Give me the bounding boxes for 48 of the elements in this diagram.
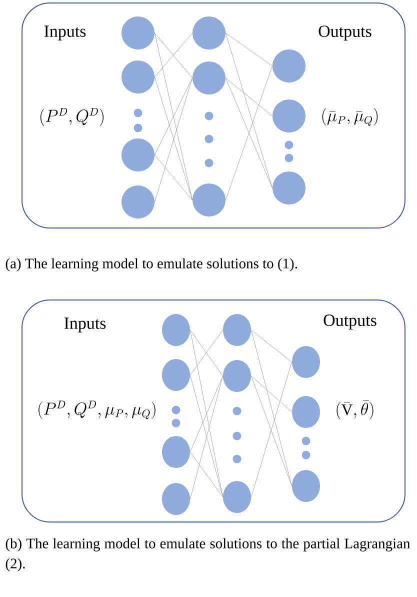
connection-line [226,78,272,116]
caption: (b) The learning model to emulate solutions to the partial Lagrangian (2). [6,538,410,572]
connection-line [251,376,292,412]
connection-line [251,330,292,362]
connection-line [251,376,292,486]
panel-frame [22,300,406,522]
neuron-circle [272,172,306,204]
connection-line [226,78,272,188]
neuron-circle [162,436,190,468]
connection-line [251,330,292,486]
connection-line [226,66,272,200]
connection-line [190,376,223,452]
math-label: $(P^D, Q^D, \mu_P, \mu_Q)$ [38,400,156,420]
neuron-circle [223,481,251,513]
neuron-circle [292,396,320,428]
connection-line [226,32,272,66]
neuron-circle [272,100,306,132]
neuron-circle [223,314,251,346]
neuron-circle [122,138,154,172]
neuron-circle [192,184,226,216]
connection-line [154,32,192,200]
layer-label: Inputs [64,318,106,332]
math-label: $(\bar{\mu}_P, \bar{\mu}_Q)$ [322,108,378,126]
neuron-circle [272,50,306,82]
layer-label: Outputs [318,26,372,40]
connection-line [154,154,192,200]
caption: (a) The learning model to emulate solutions to (1). [6,258,298,272]
neuron-circle [162,359,190,391]
layer-label: Outputs [324,314,376,330]
connection-line [190,330,223,498]
layer-label: Inputs [44,26,86,40]
connection-line [251,362,292,498]
connection-line [190,452,223,498]
neuron-circle [292,470,320,502]
math-label: $(P^D, Q^D)$ [40,108,104,126]
neuron-circle [192,62,226,94]
math-label: $(\bar{\mathrm{V}}, \bar{\theta})$ [336,400,374,420]
neuron-circle [122,186,154,218]
neuron-circle [223,360,251,392]
neuron-circle [192,16,226,50]
neuron-circle [122,60,154,94]
connection-line [226,32,272,188]
neuron-circle [162,483,190,515]
neuron-circle [162,314,190,346]
panel-frame [22,2,406,228]
connection-line [154,78,192,156]
neuron-circle [122,16,154,50]
neuron-circle [292,346,320,378]
